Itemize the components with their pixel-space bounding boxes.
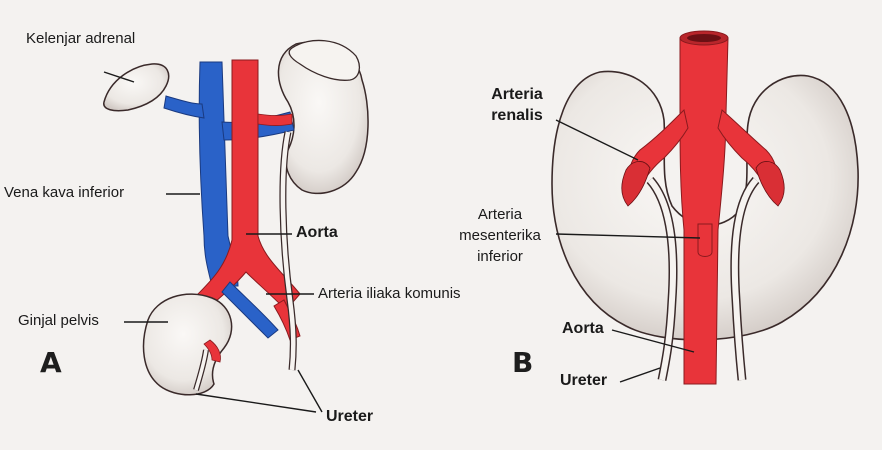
panel-a-pointers [103,71,323,413]
renal-artery-a [257,113,293,126]
panel-b-drawing [551,30,859,385]
label-mesenteric-artery: Arteria mesenterika inferior [448,204,552,267]
label-vena-cava-inferior: Vena kava inferior [4,184,125,201]
left-renal-vein [163,95,205,119]
label-pelvic-kidney: Ginjal pelvis [18,312,99,329]
pelvic-kidney [142,293,233,396]
horseshoe-kidney [551,70,859,341]
panel-letter-b: B [512,346,534,379]
ureters-b [646,176,760,381]
label-renal-artery-line2: renalis [491,107,543,124]
aorta-a [195,59,301,311]
adrenal-gland [103,63,170,112]
iliac-vein [221,281,279,339]
label-ureter-a: Ureter [326,408,374,425]
label-adrenal-gland: Kelenjar adrenal [26,30,136,47]
mesenteric-artery [697,223,713,257]
label-renal-artery-line1: Arteria [491,86,543,103]
label-renal-artery: Arteria renalis [474,84,560,126]
label-aorta-a: Aorta [296,224,338,241]
vena-cava [198,61,239,287]
pelvic-kidney-hilum [203,339,221,363]
label-iliac-artery: Arteria iliaka komunis [318,285,461,302]
label-mesenteric-line2: mesenterika [459,227,541,244]
label-mesenteric-line3: inferior [477,248,523,265]
panel-a-drawing [103,39,369,413]
upper-adrenal-cap [288,39,361,81]
label-aorta-b: Aorta [562,320,604,337]
label-ureter-b: Ureter [560,372,608,389]
panel-b-pointers [555,119,701,383]
panel-letter-a: A [40,346,62,379]
label-mesenteric-line1: Arteria [477,206,523,223]
